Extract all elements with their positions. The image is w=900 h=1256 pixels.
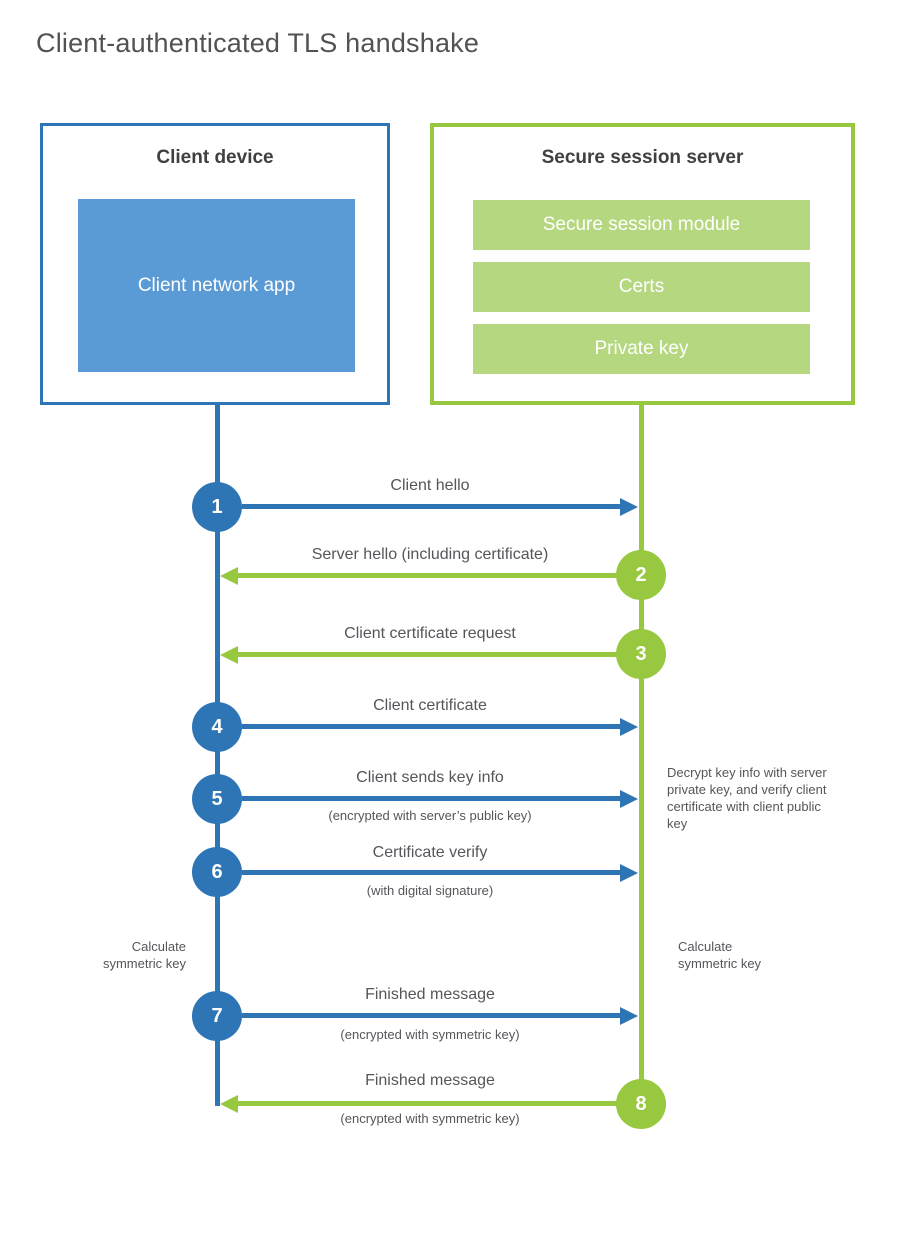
step-number: 8 [635, 1092, 647, 1115]
client-lifeline [215, 405, 220, 1106]
arrow-server-to-client [238, 573, 617, 578]
arrow-left-icon [220, 567, 238, 585]
step-circle-3: 3 [616, 629, 666, 679]
page-title: Client-authenticated TLS handshake [36, 28, 480, 58]
client-calculate-note: Calculate symmetric key [102, 939, 186, 971]
client-network-app-box: Client network app [78, 199, 355, 372]
server-module-label: Secure session module [542, 214, 741, 235]
arrow-client-to-server [242, 504, 620, 509]
step-circle-1: 1 [192, 482, 242, 532]
server-calculate-note: Calculate symmetric key [678, 939, 762, 971]
server-module-private-key: Private key [473, 324, 810, 374]
step-number: 6 [211, 860, 223, 883]
step-circle-8: 8 [616, 1079, 666, 1129]
step-number: 2 [635, 563, 647, 586]
step-circle-4: 4 [192, 702, 242, 752]
message-label-step-1: Client hello [390, 477, 470, 494]
arrow-client-to-server [242, 1013, 620, 1018]
arrow-right-icon [620, 498, 638, 516]
arrow-client-to-server [242, 724, 620, 729]
message-label-step-3: Client certificate request [344, 625, 516, 642]
secure-session-server-title: Secure session server [541, 147, 744, 168]
message-label-step-7: Finished message [365, 986, 495, 1003]
arrow-client-to-server [242, 796, 620, 801]
step-number: 5 [211, 787, 223, 810]
server-module-certs: Certs [473, 262, 810, 312]
message-sub-step-5: (encrypted with server’s public key) [328, 808, 532, 823]
step-circle-6: 6 [192, 847, 242, 897]
arrow-server-to-client [238, 652, 617, 657]
client-device-title: Client device [156, 147, 274, 168]
server-decrypt-note: Decrypt key info with server private key… [667, 765, 827, 831]
message-sub-step-6: (with digital signature) [366, 883, 494, 898]
step-circle-5: 5 [192, 774, 242, 824]
arrow-left-icon [220, 1095, 238, 1113]
arrow-right-icon [620, 864, 638, 882]
message-label-step-5: Client sends key info [356, 769, 504, 786]
client-network-app-label: Client network app [137, 274, 296, 296]
message-label-step-2: Server hello (including certificate) [311, 546, 549, 563]
step-number: 1 [211, 495, 223, 518]
arrow-right-icon [620, 718, 638, 736]
message-label-step-6: Certificate verify [372, 844, 488, 861]
arrow-left-icon [220, 646, 238, 664]
server-lifeline [639, 405, 644, 1105]
message-sub-step-7: (encrypted with symmetric key) [340, 1027, 520, 1042]
arrow-server-to-client [238, 1101, 617, 1106]
message-label-step-4: Client certificate [373, 697, 487, 714]
step-circle-7: 7 [192, 991, 242, 1041]
arrow-client-to-server [242, 870, 620, 875]
step-number: 3 [635, 642, 647, 665]
message-label-step-8: Finished message [365, 1072, 495, 1089]
server-module-label: Private key [594, 338, 689, 359]
step-circle-2: 2 [616, 550, 666, 600]
step-number: 7 [211, 1004, 223, 1027]
arrow-right-icon [620, 1007, 638, 1025]
server-module-secure-session-module: Secure session module [473, 200, 810, 250]
arrow-right-icon [620, 790, 638, 808]
step-number: 4 [211, 715, 223, 738]
server-module-label: Certs [618, 276, 665, 297]
message-sub-step-8: (encrypted with symmetric key) [340, 1111, 520, 1126]
